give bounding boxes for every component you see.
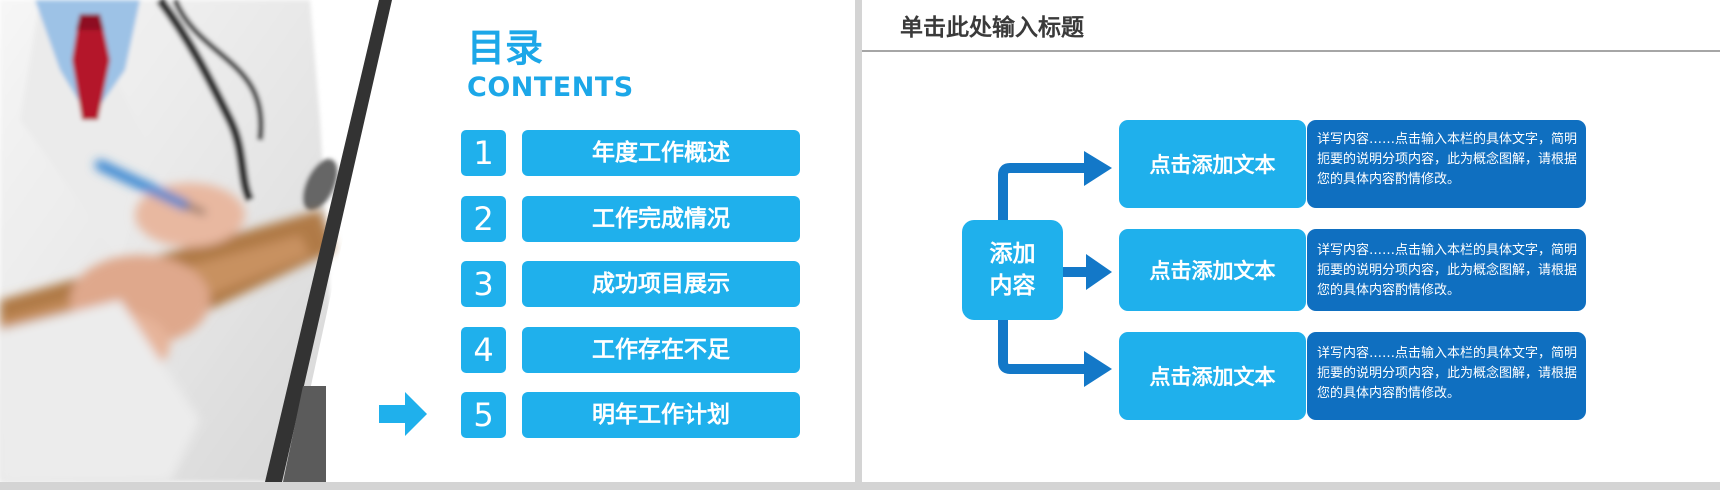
contents-subtitle: CONTENTS bbox=[467, 72, 634, 103]
title-divider bbox=[862, 50, 1720, 52]
menu-item-number-5: 5 bbox=[461, 392, 506, 438]
menu-item-number-4: 4 bbox=[461, 327, 506, 373]
branch-connector-bottom bbox=[998, 320, 1112, 387]
connector-arrows bbox=[998, 151, 1112, 387]
branch-detail-2[interactable]: 详写内容……点击输入本栏的具体文字，简明扼要的说明分项内容，此为概念图解，请根据… bbox=[1307, 229, 1586, 311]
branch-connector-middle bbox=[1063, 254, 1112, 290]
root-node[interactable]: 添加内容 bbox=[962, 220, 1063, 320]
menu-item-number-3: 3 bbox=[461, 261, 506, 307]
branch-detail-1[interactable]: 详写内容……点击输入本栏的具体文字，简明扼要的说明分项内容，此为概念图解，请根据… bbox=[1307, 120, 1586, 208]
branch-node-2[interactable]: 点击添加文本 bbox=[1119, 229, 1306, 311]
right-arrow-icon bbox=[379, 392, 427, 436]
menu-item-number-2: 2 bbox=[461, 196, 506, 242]
diagram-slide: 单击此处输入标题 添加内容 点击添加文本 详写内容……点击输入本栏的具体文字，简… bbox=[862, 0, 1720, 482]
menu-item-annual-overview[interactable]: 年度工作概述 bbox=[522, 130, 800, 176]
doctor-photo bbox=[0, 0, 400, 482]
contents-title: 目录 bbox=[467, 26, 544, 70]
menu-item-work-completion[interactable]: 工作完成情况 bbox=[522, 196, 800, 242]
menu-item-shortcomings[interactable]: 工作存在不足 bbox=[522, 327, 800, 373]
root-node-label: 添加内容 bbox=[989, 241, 1036, 299]
branch-node-3[interactable]: 点击添加文本 bbox=[1119, 332, 1306, 420]
menu-item-project-showcase[interactable]: 成功项目展示 bbox=[522, 261, 800, 307]
contents-slide: 目录 CONTENTS 1 年度工作概述 2 工作完成情况 3 成功项目展示 4… bbox=[0, 0, 855, 482]
branch-detail-3[interactable]: 详写内容……点击输入本栏的具体文字，简明扼要的说明分项内容，此为概念图解，请根据… bbox=[1307, 332, 1586, 420]
branch-node-1[interactable]: 点击添加文本 bbox=[1119, 120, 1306, 208]
branch-connector-top bbox=[998, 151, 1112, 220]
menu-item-next-year-plan[interactable]: 明年工作计划 bbox=[522, 392, 800, 438]
menu-item-number-1: 1 bbox=[461, 130, 506, 176]
slide-title[interactable]: 单击此处输入标题 bbox=[900, 15, 1084, 41]
